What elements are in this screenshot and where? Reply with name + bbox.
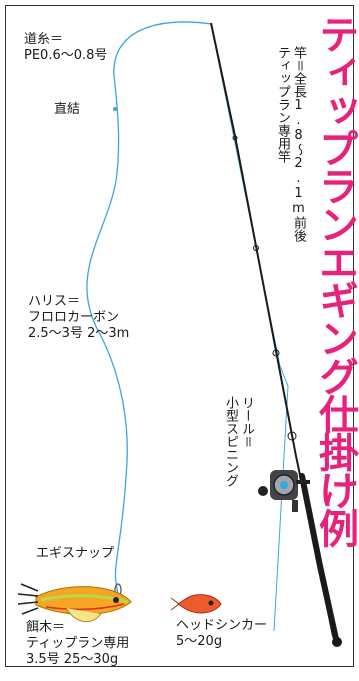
page-title: ティップランエギング仕掛け例 [312, 14, 358, 546]
snap-label: エギスナップ [36, 546, 115, 561]
egi-lure-icon [17, 583, 132, 622]
reel-label: リール＝ 小型スピニング [223, 396, 254, 487]
main-line-label: 道糸＝ PE0.6〜0.8号 [24, 32, 108, 63]
rod-butt [299, 473, 339, 642]
reel-icon [258, 470, 310, 512]
rig-illustration [17, 21, 342, 647]
rod-label: 竿＝全長1.8〜2.1m前後 ティップラン専用竿 [275, 46, 306, 242]
sinker-label: ヘッドシンカー 5〜20g [176, 618, 268, 649]
leader-label: ハリス＝ フロロカーボン 2.5〜3号 2〜3m [28, 294, 130, 341]
rod-guides [232, 135, 297, 441]
diagram-frame: ティップランエギング仕掛け例 道糸＝ PE0.6〜0.8号 直結 ハリス＝ フロ… [5, 5, 358, 667]
rod-butt-cap [332, 637, 342, 647]
head-sinker-icon [170, 594, 222, 614]
egi-label: 餌木＝ ティップラン専用 3.5号 25〜30g [26, 620, 130, 667]
direct-knot-label: 直結 [54, 102, 81, 117]
fishing-line [86, 21, 212, 597]
direct-knot-marker [113, 107, 117, 111]
